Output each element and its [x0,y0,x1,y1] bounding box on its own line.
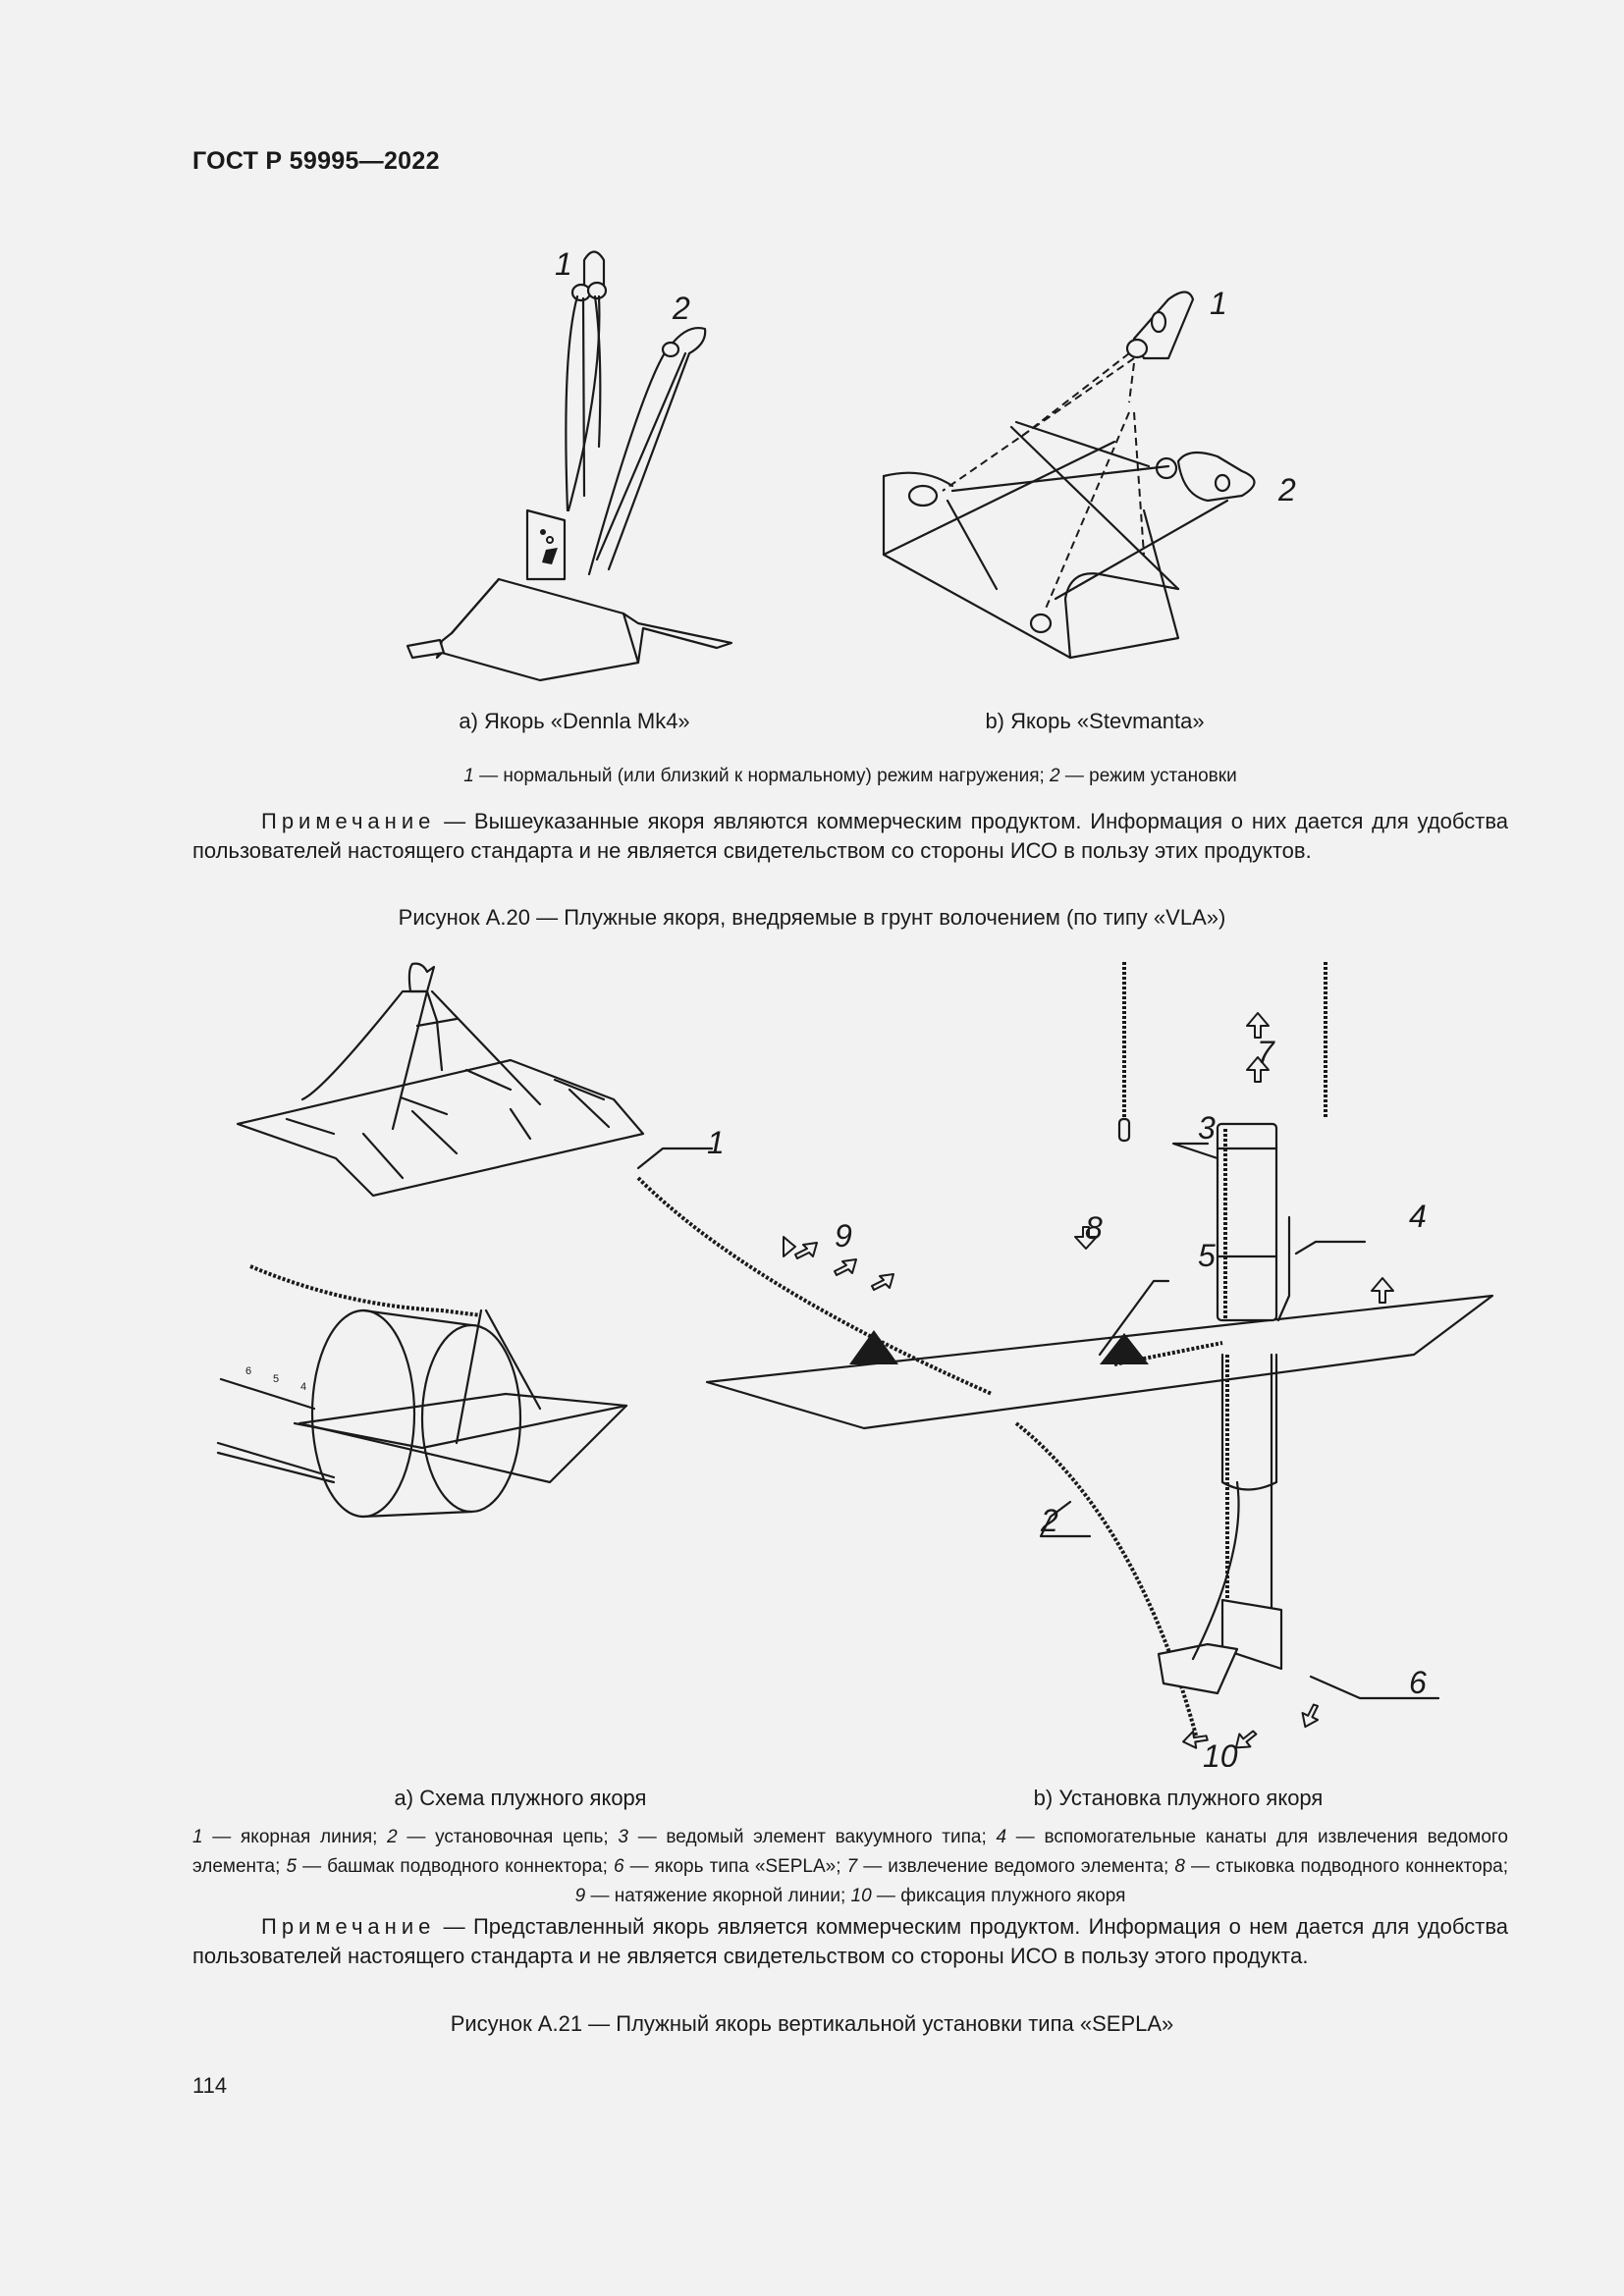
callout-10: 10 [1203,1738,1238,1767]
subfigure-a-caption: a) Схема плужного якоря [394,1786,647,1810]
subfigure-b-caption: b) Якорь «Stevmanta» [985,709,1205,733]
figure-a21-note: Примечание — Представленный якорь являет… [192,1914,1508,1968]
page-number: 114 [192,2073,228,2098]
scale-mark-4: 4 [300,1381,306,1393]
callout-7: 7 [1257,1035,1275,1070]
callout-4: 4 [1409,1199,1427,1234]
callout-1: 1 [707,1125,725,1160]
callout-2: 2 [1040,1503,1058,1538]
scale-mark-5: 5 [273,1373,279,1385]
scale-mark-6: 6 [245,1365,251,1377]
callout-9: 9 [835,1218,852,1254]
dennla-anchor-drawing: 1 2 [406,246,733,682]
callout-1: 1 [555,246,572,282]
plow-anchor-installation-drawing: 1 2 3 4 5 6 7 8 9 10 [636,962,1494,1767]
arrow-up-icon [1371,1277,1394,1304]
figure-a21-legend: 1 — якорная линия; 2 — установочная цепь… [192,1827,1508,1906]
subfigure-a-caption: a) Якорь «Dennla Mk4» [459,709,690,733]
document-header: ГОСТ Р 59995—2022 [192,147,440,175]
figure-a21-caption: Рисунок А.21 — Плужный якорь вертикально… [450,2011,1174,2036]
callout-2: 2 [672,291,690,326]
arrow-down-icon [1074,1226,1098,1250]
arrow-up-icon [1246,1056,1270,1083]
callout-8: 8 [1085,1210,1103,1246]
stevmanta-anchor-drawing: 1 2 [882,286,1296,660]
plow-anchor-scheme-drum: 6 5 4 [216,1264,628,1519]
arrow-up-icon [1246,1012,1270,1039]
callout-5: 5 [1198,1238,1216,1273]
arrow-icons-9 [794,1242,894,1291]
figure-a20-note: Примечание — Вышеуказанные якоря являютс… [192,809,1508,863]
callout-6: 6 [1409,1665,1427,1700]
plow-anchor-scheme-top [236,962,645,1198]
callout-2: 2 [1277,472,1296,507]
figure-a20-legend: 1 — нормальный (или близкий к нормальном… [463,766,1237,786]
callout-3: 3 [1198,1110,1216,1146]
figure-a20-caption: Рисунок А.20 — Плужные якоря, внедряемые… [398,905,1226,930]
callout-1: 1 [1210,286,1227,321]
subfigure-b-caption: b) Установка плужного якоря [1033,1786,1324,1810]
